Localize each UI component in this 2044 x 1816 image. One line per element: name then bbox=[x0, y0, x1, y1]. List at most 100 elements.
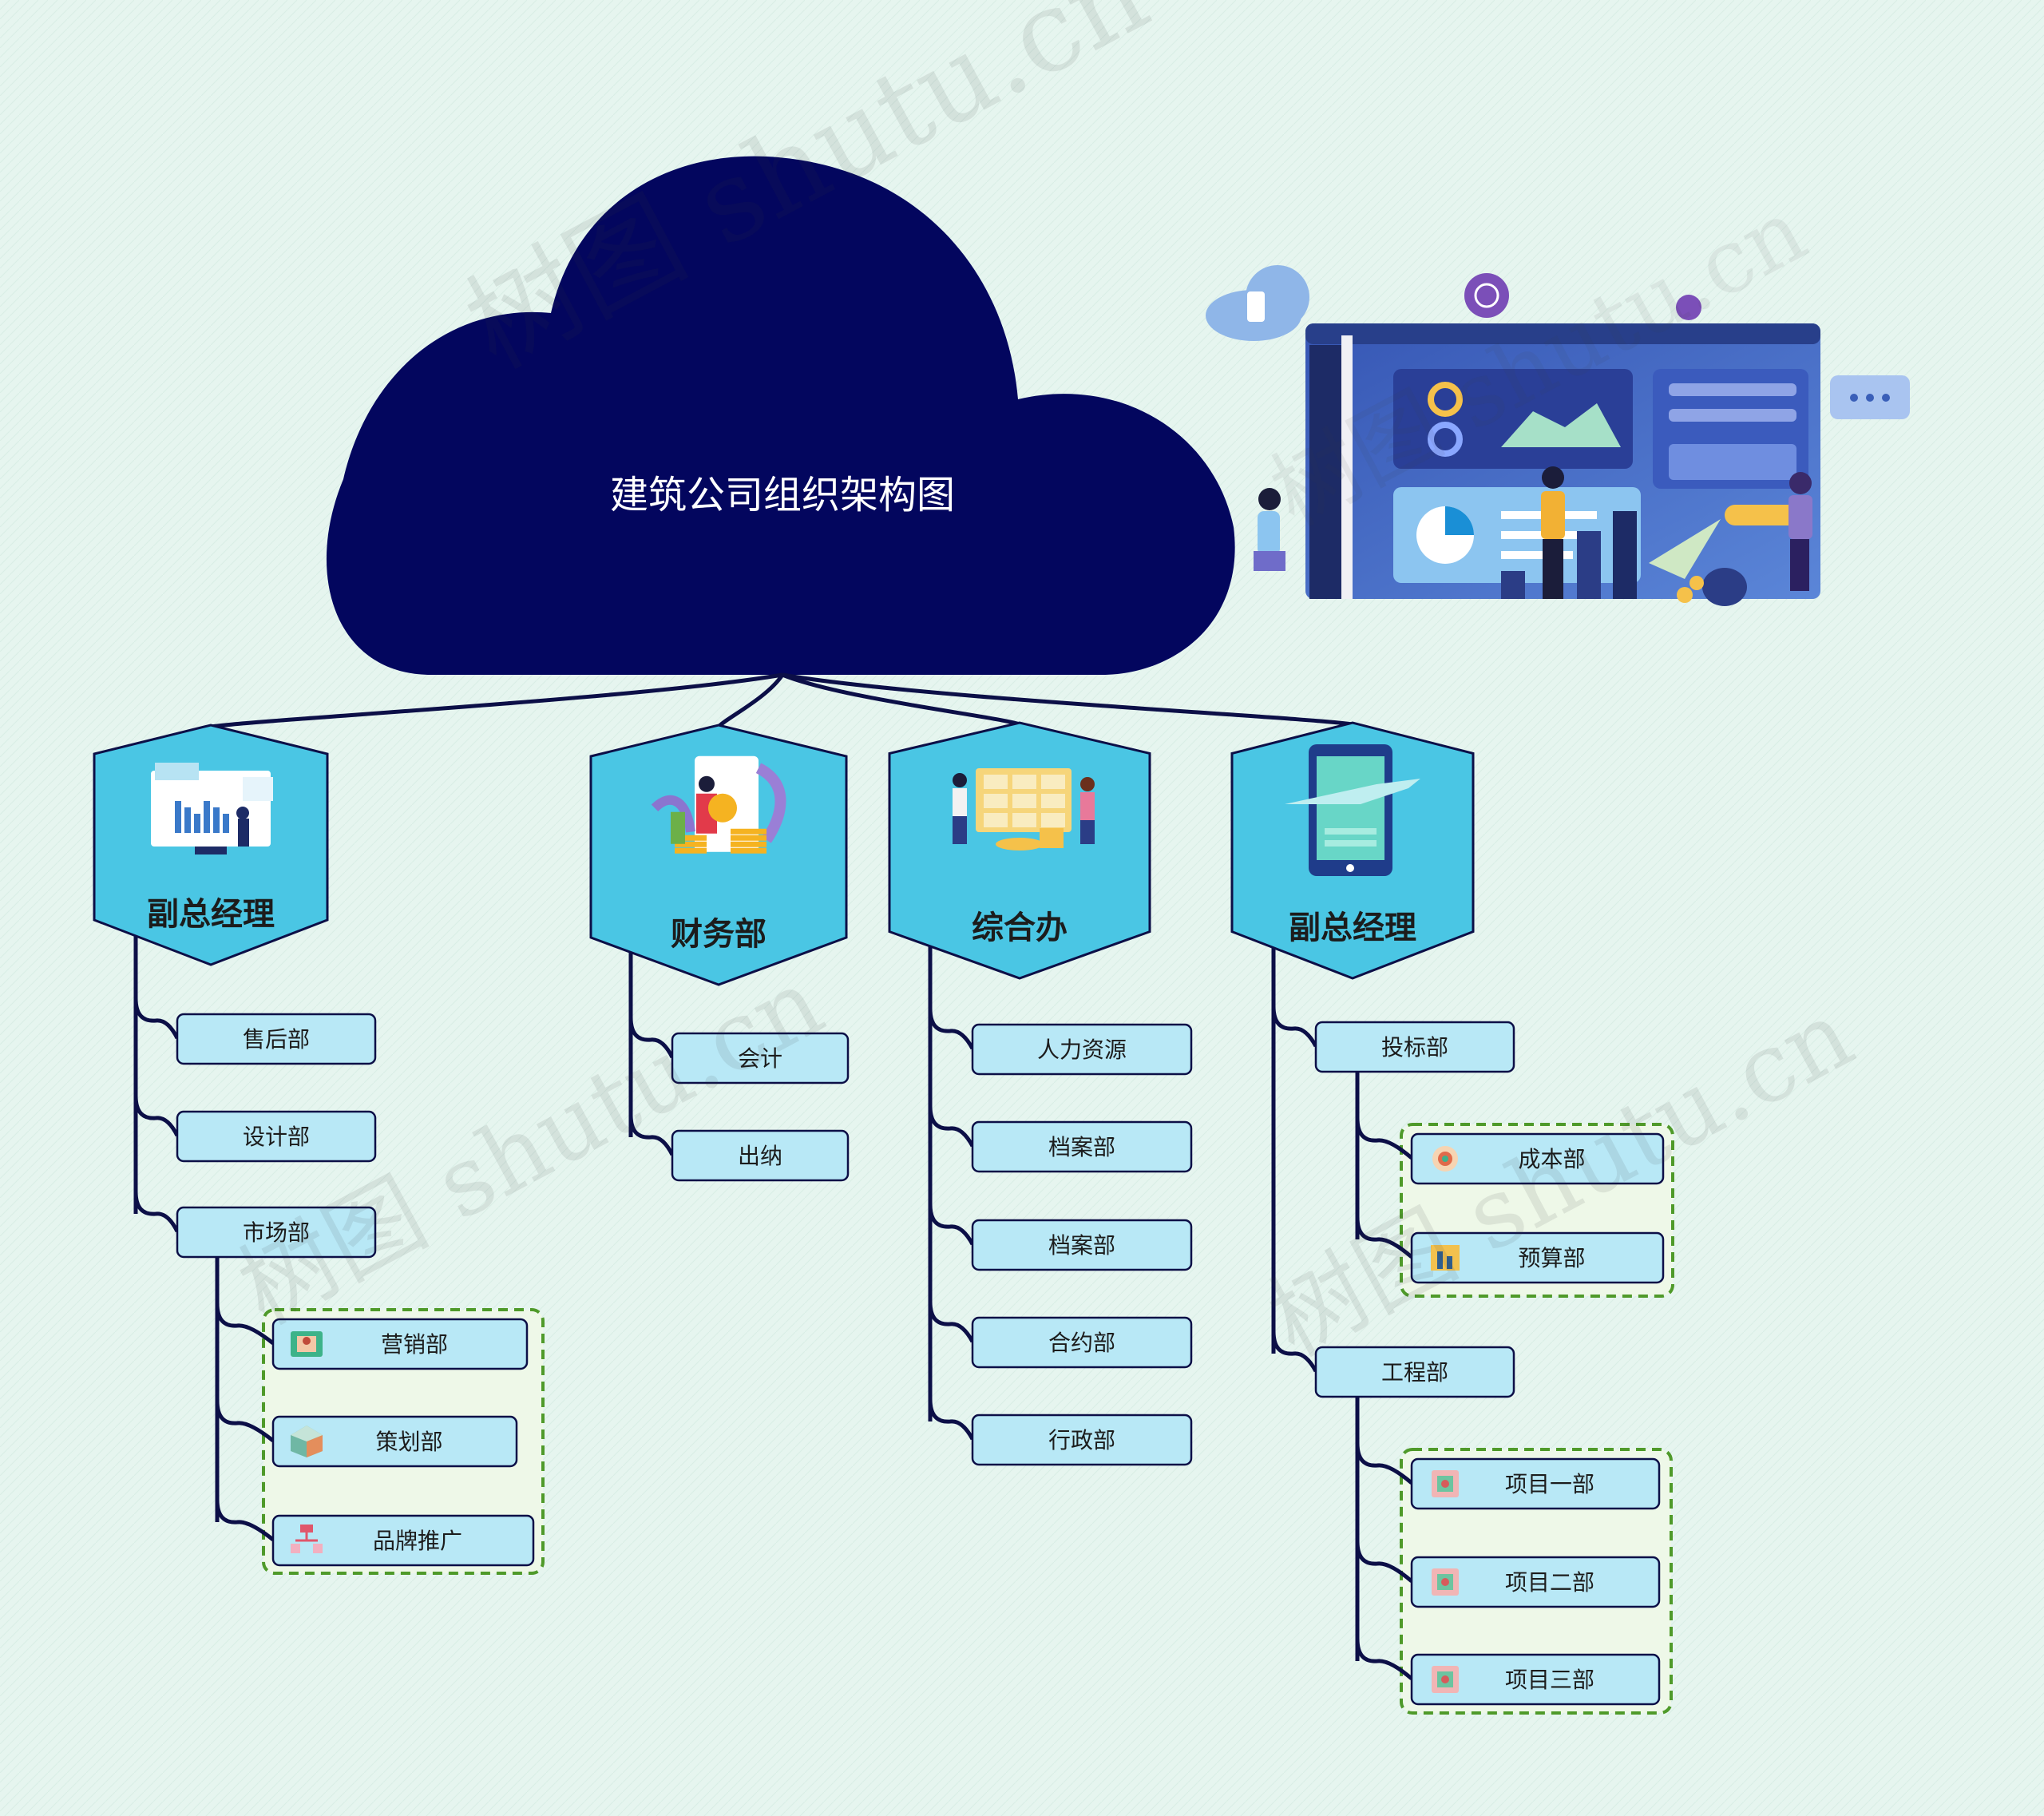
child-node-box[interactable] bbox=[971, 1120, 1193, 1173]
org-chart-icon bbox=[291, 1525, 323, 1553]
branch-header[interactable]: 财务部 bbox=[589, 724, 848, 986]
cloud-phone-icon bbox=[1206, 265, 1309, 341]
branch-connector bbox=[1271, 1330, 1318, 1373]
child-node-label: 市场部 bbox=[243, 1219, 310, 1246]
child-node[interactable]: 投标部 bbox=[1314, 1021, 1515, 1073]
child-node[interactable]: 出纳 bbox=[671, 1129, 850, 1182]
child-node-box[interactable] bbox=[1410, 1231, 1665, 1284]
child-node-label: 项目一部 bbox=[1505, 1471, 1594, 1497]
people-figures-icon bbox=[1254, 466, 1812, 599]
cloud-shape bbox=[326, 156, 1235, 676]
branch-connector bbox=[928, 1105, 975, 1148]
child-node-label: 预算部 bbox=[1518, 1245, 1585, 1271]
child-node[interactable]: 项目三部 bbox=[1410, 1653, 1661, 1706]
branch-title: 财务部 bbox=[671, 916, 766, 953]
branch-header[interactable]: 副总经理 bbox=[1230, 721, 1475, 980]
child-node-label: 策划部 bbox=[375, 1429, 442, 1455]
analytics-dashboard-icon bbox=[151, 763, 273, 854]
money-bag-icon bbox=[1677, 568, 1747, 606]
child-node-label: 会计 bbox=[738, 1045, 782, 1072]
branch-connector bbox=[928, 1398, 975, 1441]
child-node[interactable]: 售后部 bbox=[176, 1013, 377, 1065]
branches: 副总经理售后部设计部市场部营销部策划部品牌推广财务部会计出纳综合办人力资源档案部… bbox=[93, 721, 1674, 1715]
child-node[interactable]: 会计 bbox=[671, 1032, 850, 1084]
child-node[interactable]: 设计部 bbox=[176, 1110, 377, 1163]
root-node[interactable]: 建筑公司组织架构图 bbox=[326, 156, 1235, 676]
branch-connector bbox=[928, 1008, 975, 1050]
child-node-box[interactable] bbox=[1410, 1556, 1661, 1608]
child-node[interactable]: 工程部 bbox=[1314, 1346, 1515, 1398]
child-node-box[interactable] bbox=[176, 1110, 377, 1163]
child-node[interactable]: 预算部 bbox=[1410, 1231, 1665, 1284]
child-node-box[interactable] bbox=[271, 1415, 518, 1468]
child-node[interactable]: 营销部 bbox=[271, 1318, 529, 1370]
child-node-box[interactable] bbox=[671, 1129, 850, 1182]
branch-connector bbox=[215, 1400, 275, 1442]
chat-bubble-icon bbox=[1830, 375, 1910, 419]
project-icon bbox=[1432, 1666, 1459, 1693]
child-node-label: 合约部 bbox=[1048, 1330, 1115, 1356]
child-node-label: 档案部 bbox=[1048, 1134, 1115, 1160]
branch-connector bbox=[1271, 1005, 1318, 1048]
branch-connector bbox=[928, 1301, 975, 1343]
branch-connector bbox=[133, 1191, 180, 1233]
branch-connector bbox=[628, 1114, 675, 1156]
child-node[interactable]: 品牌推广 bbox=[271, 1514, 535, 1567]
branch-connector bbox=[1355, 1540, 1413, 1583]
child-node-box[interactable] bbox=[971, 1316, 1193, 1369]
child-node[interactable]: 项目二部 bbox=[1410, 1556, 1661, 1608]
child-node[interactable]: 档案部 bbox=[971, 1219, 1193, 1271]
root-title: 建筑公司组织架构图 bbox=[610, 473, 955, 517]
child-node-box[interactable] bbox=[1314, 1021, 1515, 1073]
child-node-box[interactable] bbox=[1314, 1346, 1515, 1398]
child-node-box[interactable] bbox=[176, 1013, 377, 1065]
marketing-icon bbox=[291, 1331, 323, 1357]
child-node[interactable]: 成本部 bbox=[1410, 1132, 1665, 1185]
child-node-box[interactable] bbox=[971, 1414, 1193, 1466]
root-connector bbox=[210, 672, 783, 729]
project-icon bbox=[1432, 1568, 1459, 1596]
child-node[interactable]: 人力资源 bbox=[971, 1023, 1193, 1076]
child-node[interactable]: 行政部 bbox=[971, 1414, 1193, 1466]
child-node[interactable]: 策划部 bbox=[271, 1415, 518, 1468]
root-connectors bbox=[210, 672, 1353, 729]
child-node-box[interactable] bbox=[176, 1206, 377, 1259]
child-node-label: 营销部 bbox=[381, 1331, 448, 1358]
branch-connector bbox=[215, 1303, 275, 1345]
finance-coins-icon bbox=[651, 755, 786, 854]
child-node-label: 成本部 bbox=[1518, 1146, 1585, 1172]
child-node-box[interactable] bbox=[271, 1318, 529, 1370]
child-node[interactable]: 档案部 bbox=[971, 1120, 1193, 1173]
branch-connector bbox=[1355, 1117, 1413, 1160]
child-node-box[interactable] bbox=[1410, 1457, 1661, 1510]
branch-header[interactable]: 副总经理 bbox=[93, 724, 329, 966]
child-node[interactable]: 市场部 bbox=[176, 1206, 377, 1259]
child-node-label: 档案部 bbox=[1048, 1232, 1115, 1259]
child-node-label: 出纳 bbox=[738, 1143, 782, 1169]
project-icon bbox=[1432, 1470, 1459, 1497]
child-node[interactable]: 项目一部 bbox=[1410, 1457, 1661, 1510]
branch-header[interactable]: 综合办 bbox=[888, 721, 1151, 980]
branch-title: 副总经理 bbox=[1289, 910, 1416, 946]
budget-icon bbox=[1431, 1245, 1460, 1271]
child-node-box[interactable] bbox=[1410, 1653, 1661, 1706]
child-node-box[interactable] bbox=[971, 1023, 1193, 1076]
branch-connector bbox=[133, 1095, 180, 1137]
child-node-box[interactable] bbox=[971, 1219, 1193, 1271]
child-node-box[interactable] bbox=[271, 1514, 535, 1567]
paper-plane-icon bbox=[1649, 519, 1721, 579]
child-node-box[interactable] bbox=[671, 1032, 850, 1084]
branch-connector bbox=[1355, 1216, 1413, 1259]
dashboard-illustration bbox=[1206, 265, 1910, 606]
child-node-label: 售后部 bbox=[243, 1026, 310, 1053]
child-node[interactable]: 合约部 bbox=[971, 1316, 1193, 1369]
branch-title: 综合办 bbox=[972, 910, 1068, 946]
child-node-label: 人力资源 bbox=[1037, 1037, 1127, 1063]
child-node-box[interactable] bbox=[1410, 1132, 1665, 1185]
share-icon bbox=[1676, 295, 1701, 320]
